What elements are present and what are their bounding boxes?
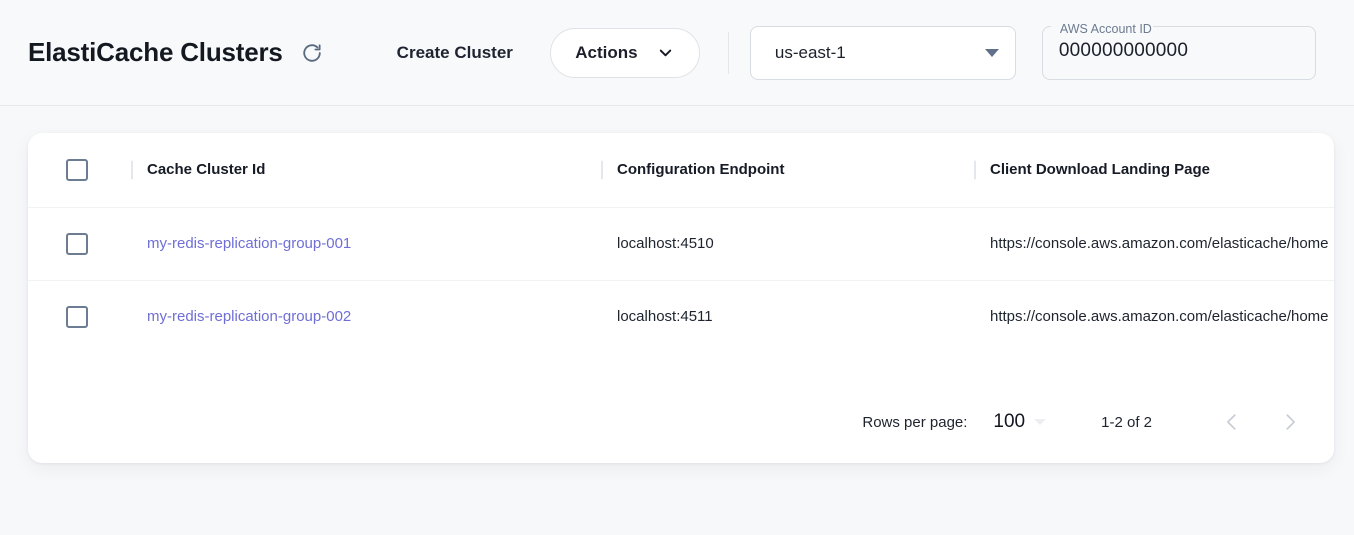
cluster-id-link[interactable]: my-redis-replication-group-002 bbox=[147, 308, 352, 326]
next-page-button[interactable] bbox=[1268, 400, 1312, 444]
region-select-value: us-east-1 bbox=[774, 42, 846, 62]
row-checkbox[interactable] bbox=[65, 232, 88, 255]
actions-button[interactable]: Actions bbox=[549, 27, 700, 78]
chevron-down-icon bbox=[656, 43, 675, 62]
select-all-header bbox=[28, 133, 125, 207]
chevron-down-icon bbox=[1034, 419, 1047, 425]
row-select-cell bbox=[28, 279, 125, 353]
previous-page-button[interactable] bbox=[1210, 400, 1254, 444]
cell-configuration-endpoint: localhost:4510 bbox=[595, 206, 968, 280]
pagination-bar: Rows per page: 100 1-2 of 2 bbox=[28, 381, 1334, 463]
clusters-card: Cache Cluster Id Configuration Endpoint … bbox=[28, 133, 1334, 463]
refresh-icon[interactable] bbox=[299, 40, 325, 66]
cell-client-download-landing-page: https://console.aws.amazon.com/elasticac… bbox=[968, 206, 1334, 280]
aws-account-id-input[interactable] bbox=[1058, 39, 1299, 62]
cell-configuration-endpoint: localhost:4511 bbox=[595, 279, 968, 353]
region-select[interactable]: us-east-1 bbox=[749, 25, 1016, 80]
pagination-range-label: 1-2 of 2 bbox=[1101, 413, 1152, 431]
cell-client-download-landing-page: https://console.aws.amazon.com/elasticac… bbox=[968, 279, 1334, 353]
cluster-id-link[interactable]: my-redis-replication-group-001 bbox=[147, 235, 352, 252]
select-all-checkbox[interactable] bbox=[65, 158, 88, 181]
header-divider bbox=[727, 31, 729, 74]
app-header: ElastiCache Clusters Create Cluster Acti… bbox=[0, 0, 1354, 106]
column-header-client-download-landing-page[interactable]: Client Download Landing Page bbox=[968, 133, 1334, 207]
table-header: Cache Cluster Id Configuration Endpoint … bbox=[28, 133, 1334, 207]
landing-page-url: https://console.aws.amazon.com/elasticac… bbox=[990, 308, 1329, 326]
aws-account-id-field[interactable]: AWS Account ID AWS Account ID bbox=[1041, 20, 1316, 80]
cell-cache-cluster-id: my-redis-replication-group-001 bbox=[125, 206, 595, 280]
content-area: Cache Cluster Id Configuration Endpoint … bbox=[0, 106, 1354, 463]
refresh-icon-glyph bbox=[302, 43, 321, 62]
triangle-down-icon bbox=[984, 48, 999, 57]
page-title: ElastiCache Clusters bbox=[28, 37, 283, 67]
row-checkbox[interactable] bbox=[65, 305, 88, 328]
table-header-row: Cache Cluster Id Configuration Endpoint … bbox=[28, 133, 1334, 207]
table-body: my-redis-replication-group-001 localhost… bbox=[28, 206, 1334, 353]
chevron-down-icon-glyph bbox=[659, 49, 671, 57]
create-cluster-button[interactable]: Create Cluster bbox=[393, 35, 517, 71]
column-header-configuration-endpoint[interactable]: Configuration Endpoint bbox=[595, 133, 968, 207]
actions-button-label: Actions bbox=[575, 42, 638, 62]
table-row[interactable]: my-redis-replication-group-001 localhost… bbox=[28, 206, 1334, 280]
chevron-left-icon bbox=[1227, 414, 1236, 430]
cell-cache-cluster-id: my-redis-replication-group-002 bbox=[125, 279, 595, 353]
title-block: ElastiCache Clusters bbox=[28, 37, 325, 68]
table-row[interactable]: my-redis-replication-group-002 localhost… bbox=[28, 279, 1334, 353]
clusters-table: Cache Cluster Id Configuration Endpoint … bbox=[28, 133, 1334, 353]
chevron-right-icon bbox=[1286, 414, 1295, 430]
rows-per-page-value: 100 bbox=[993, 411, 1026, 432]
rows-per-page-label: Rows per page: bbox=[862, 413, 968, 431]
column-header-cache-cluster-id[interactable]: Cache Cluster Id bbox=[125, 133, 595, 207]
row-select-cell bbox=[28, 206, 125, 280]
rows-per-page-select[interactable]: 100 bbox=[993, 411, 1047, 433]
landing-page-url: https://console.aws.amazon.com/elasticac… bbox=[990, 235, 1329, 252]
aws-account-id-label: AWS Account ID bbox=[1059, 21, 1152, 36]
